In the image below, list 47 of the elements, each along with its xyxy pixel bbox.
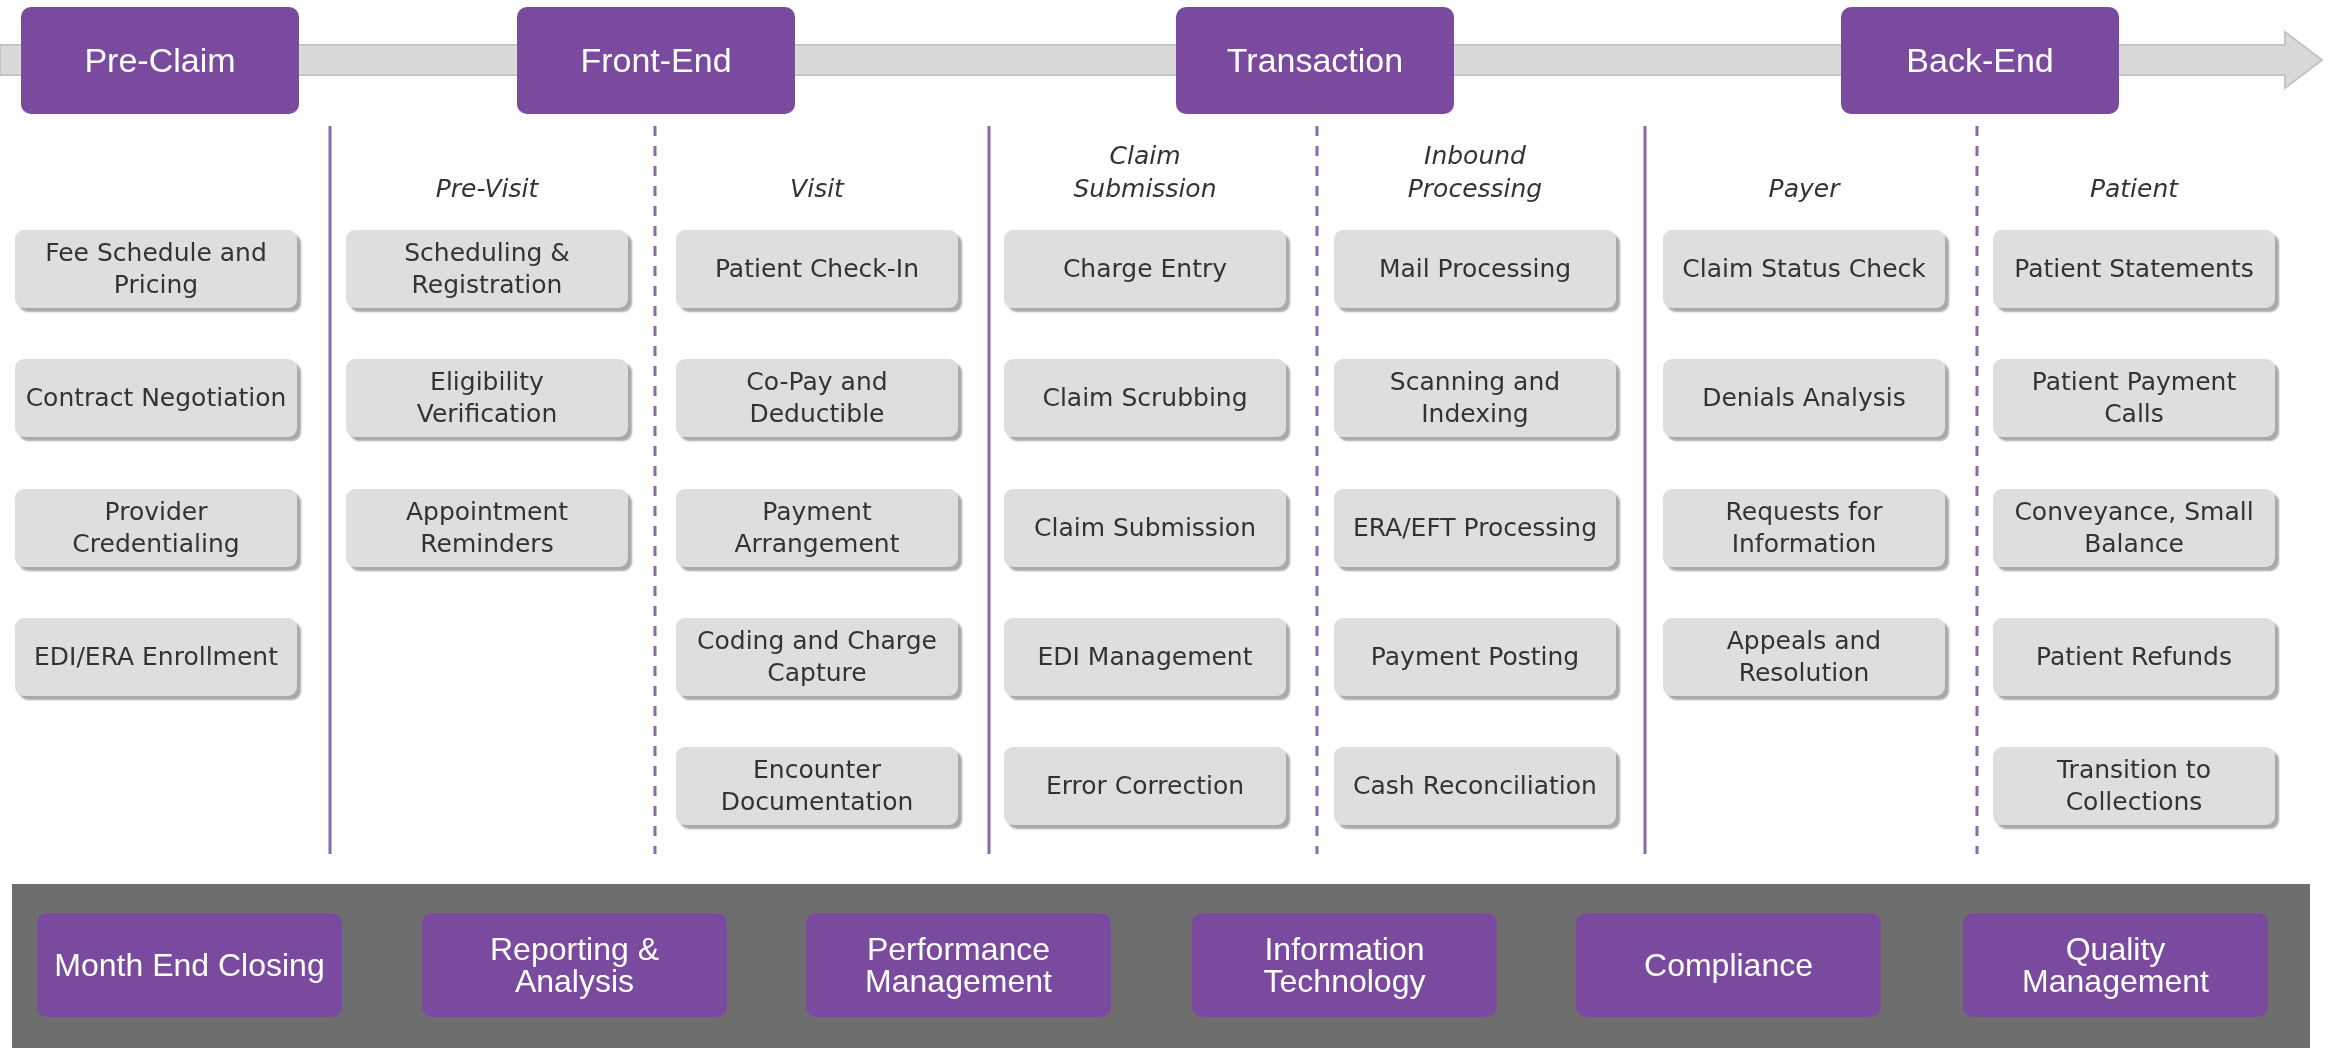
process-box: Coding and Charge Capture [676, 618, 958, 696]
process-box: Claim Submission [1004, 489, 1286, 567]
process-box: Patient Statements [1993, 230, 2275, 308]
phase-box: Back-End [1841, 7, 2119, 114]
function-box: Reporting & Analysis [422, 913, 727, 1017]
process-box: Cash Reconciliation [1334, 747, 1616, 825]
phase-box: Pre-Claim [21, 7, 299, 114]
process-box: Conveyance, Small Balance [1993, 489, 2275, 567]
process-box: Claim Status Check [1663, 230, 1945, 308]
process-box: Co-Pay and Deductible [676, 359, 958, 437]
process-box: Scanning and Indexing [1334, 359, 1616, 437]
column-heading: Pre-Visit [434, 172, 540, 205]
process-box: Payment Arrangement [676, 489, 958, 567]
process-box: Mail Processing [1334, 230, 1616, 308]
process-box: ERA/EFT Processing [1334, 489, 1616, 567]
process-box: Contract Negotiation [15, 359, 297, 437]
process-box: EDI Management [1004, 618, 1286, 696]
process-box: Patient Refunds [1993, 618, 2275, 696]
process-box: Charge Entry [1004, 230, 1286, 308]
process-box: Requests for Information [1663, 489, 1945, 567]
process-box: Encounter Documentation [676, 747, 958, 825]
process-box: Payment Posting [1334, 618, 1616, 696]
process-box: Appointment Reminders [346, 489, 628, 567]
process-box: Denials Analysis [1663, 359, 1945, 437]
column-heading: Patient [2088, 172, 2180, 205]
process-box: Claim Scrubbing [1004, 359, 1286, 437]
function-box: Information Technology [1192, 913, 1497, 1017]
process-box: Patient Payment Calls [1993, 359, 2275, 437]
process-box: EDI/ERA Enrollment [15, 618, 297, 696]
phase-box: Front-End [517, 7, 795, 114]
process-box: Error Correction [1004, 747, 1286, 825]
process-box: Fee Schedule and Pricing [15, 230, 297, 308]
function-box: Compliance [1576, 913, 1881, 1017]
column-heading: Inbound Processing [1406, 140, 1544, 205]
process-box: Appeals and Resolution [1663, 618, 1945, 696]
process-box: Eligibility Verification [346, 359, 628, 437]
function-box: Month End Closing [37, 913, 342, 1017]
phase-box: Transaction [1176, 7, 1454, 114]
function-box: Quality Management [1963, 913, 2268, 1017]
process-box: Transition to Collections [1993, 747, 2275, 825]
process-box: Provider Credentialing [15, 489, 297, 567]
function-box: Performance Management [806, 913, 1111, 1017]
column-heading: Visit [789, 172, 846, 205]
column-heading: Payer [1767, 172, 1842, 205]
process-box: Scheduling & Registration [346, 230, 628, 308]
process-box: Patient Check-In [676, 230, 958, 308]
column-heading: Claim Submission [1072, 140, 1218, 205]
